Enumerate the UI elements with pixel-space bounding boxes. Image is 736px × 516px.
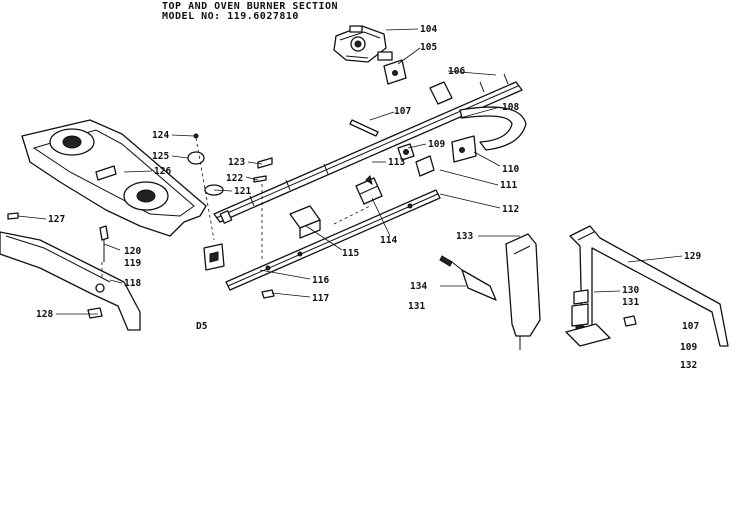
part-switch-114 — [355, 175, 383, 205]
callout-127: 127 — [48, 214, 65, 225]
callout-131-left: 131 — [408, 301, 425, 312]
callout-118: 118 — [124, 278, 141, 289]
part-screw-117 — [261, 289, 275, 299]
leader-lines — [17, 28, 683, 315]
callout-105: 105 — [420, 42, 437, 53]
part-cap-125 — [187, 151, 205, 165]
callout-119: 119 — [124, 258, 141, 269]
part-block-115 — [289, 205, 321, 239]
callout-128: 128 — [36, 309, 53, 320]
model-number: MODEL NO: 119.6027810 — [162, 11, 299, 22]
callout-125: 125 — [152, 151, 169, 162]
callout-106: 106 — [448, 66, 465, 77]
callout-126: 126 — [154, 166, 171, 177]
callout-133: 133 — [456, 231, 473, 242]
callout-129: 129 — [684, 251, 701, 262]
callout-d5: D5 — [196, 321, 208, 332]
part-bracket-105 — [383, 59, 407, 85]
part-bracket-118 — [0, 231, 141, 331]
callout-labels: 104 105 106 107 108 109 110 111 112 113 … — [36, 24, 701, 371]
part-screw-122 — [253, 175, 267, 183]
callout-121: 121 — [234, 186, 251, 197]
callout-110: 110 — [502, 164, 519, 175]
callout-124: 124 — [152, 130, 169, 141]
callout-112: 112 — [502, 204, 519, 215]
callout-122: 122 — [226, 173, 243, 184]
callout-134: 134 — [410, 281, 427, 292]
callout-132: 132 — [680, 360, 697, 371]
part-manifold-106 — [213, 73, 527, 224]
part-screw-127 — [7, 212, 19, 220]
part-screw-124 — [193, 133, 199, 139]
part-box-131 — [565, 315, 637, 347]
callout-104: 104 — [420, 24, 437, 35]
part-bracket-135 — [505, 233, 541, 350]
callout-108: 108 — [502, 102, 519, 113]
callout-115: 115 — [342, 248, 359, 259]
callout-117: 117 — [312, 293, 329, 304]
callout-116: 116 — [312, 275, 329, 286]
callout-111: 111 — [500, 180, 517, 191]
callout-131-right: 131 — [622, 297, 639, 308]
callout-120: 120 — [124, 246, 141, 257]
part-orifice-120 — [99, 225, 109, 262]
part-valve-assembly-104 — [333, 25, 393, 63]
callout-130: 130 — [622, 285, 639, 296]
part-top-burner-126 — [21, 119, 207, 237]
callout-107: 107 — [394, 106, 411, 117]
callout-113: 113 — [388, 157, 405, 168]
part-valve-109 — [397, 143, 415, 161]
callout-109: 109 — [428, 139, 445, 150]
page-title: TOP AND OVEN BURNER SECTION — [162, 1, 339, 12]
callout-107-lower: 107 — [682, 321, 699, 332]
part-clip-123 — [257, 157, 273, 169]
callout-109-lower: 109 — [680, 342, 697, 353]
part-connector-134 — [439, 255, 497, 301]
part-tube-107 — [349, 119, 379, 137]
part-igniter-bracket — [203, 243, 225, 271]
callout-123: 123 — [228, 157, 245, 168]
callout-114: 114 — [380, 235, 397, 246]
part-valve-110 — [415, 135, 477, 177]
